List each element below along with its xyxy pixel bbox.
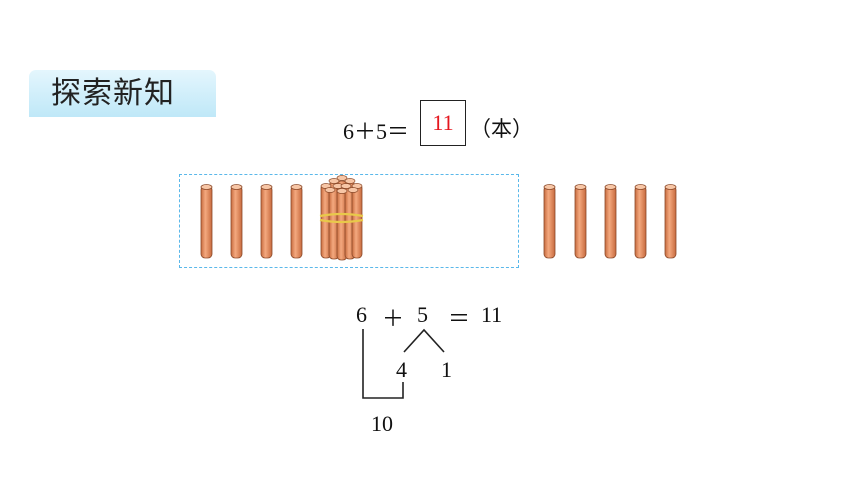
stick [634, 184, 647, 259]
stick [260, 184, 273, 259]
stick [200, 184, 213, 259]
split-part-4: 4 [396, 357, 407, 382]
equals-sign: ＝ [448, 306, 471, 331]
stick [574, 184, 587, 259]
dashed-group-box [179, 174, 519, 268]
answer-unit: （本） [470, 117, 533, 141]
stick [230, 184, 243, 259]
stick [664, 184, 677, 259]
result: 11 [481, 302, 503, 327]
answer-value: 11 [432, 110, 454, 135]
split-lines [403, 328, 445, 353]
answer-box: 11 [420, 100, 466, 146]
plus-sign: ＋ [382, 306, 405, 331]
top-equation-left: 6＋5＝ [343, 119, 410, 144]
stick [290, 184, 303, 259]
group-bracket [362, 329, 404, 399]
stick [543, 184, 556, 259]
stick [604, 184, 617, 259]
addend-b: 5 [417, 302, 428, 327]
section-tag: 探索新知 [29, 70, 216, 117]
stick-bundle [319, 175, 364, 261]
ten-sum: 10 [371, 411, 393, 436]
split-part-1: 1 [441, 357, 452, 382]
section-tag-label: 探索新知 [51, 76, 175, 111]
addend-a: 6 [356, 302, 367, 327]
